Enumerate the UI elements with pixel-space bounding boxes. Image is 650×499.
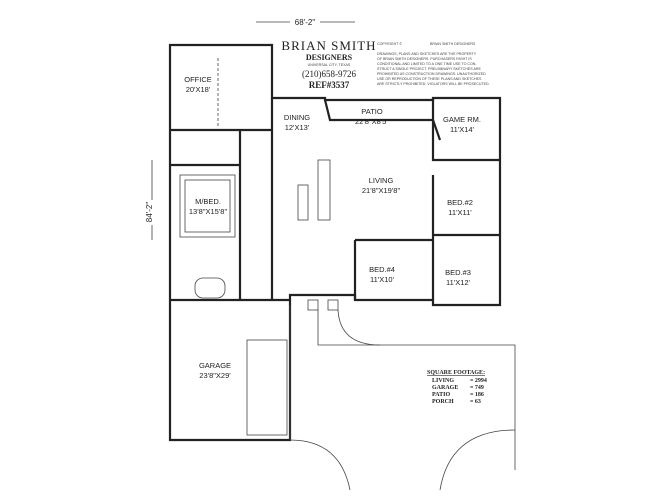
copyright-line: PROHIBITED AS CONSTRUCTION DRAWINGS. UNA… xyxy=(377,72,486,76)
sf-value: = 749 xyxy=(470,385,484,391)
designer-name: BRIAN SMITH xyxy=(281,38,376,53)
designer-location: UNIVERSAL CITY, TEXAS xyxy=(308,63,351,67)
room-name: BED.#2 xyxy=(447,198,473,207)
room-name: BED.#4 xyxy=(369,265,395,274)
room-bed-4: BED.#4 11'X10' xyxy=(369,265,395,284)
designer-phone: (210)658-9726 xyxy=(302,69,356,79)
room-size: 23'8"X29' xyxy=(199,371,231,380)
room-name: DINING xyxy=(284,113,310,122)
interior-walls xyxy=(170,58,500,436)
width-dimension: 68'-2" xyxy=(256,18,355,27)
depth-dimension-label: 84'-2" xyxy=(145,202,154,223)
sf-label: LIVING xyxy=(432,378,454,384)
copyright-block: COPYRIGHT © BRIAN SMITH DESIGNERS DRAWIN… xyxy=(377,42,490,86)
copyright-line: CONDITIONAL AND LIMITED TO A ONE TIME US… xyxy=(377,62,477,66)
copyright-line: STRUCT A SINGLE PROJECT. PRELIMINARY SKE… xyxy=(377,67,481,71)
room-master-bed: M/BED. 13'8"X15'8" xyxy=(189,197,228,216)
room-size: 11'X10' xyxy=(370,275,395,284)
sf-label: PORCH xyxy=(432,399,454,405)
designer-title-block: BRIAN SMITH DESIGNERS UNIVERSAL CITY, TE… xyxy=(281,38,376,90)
designer-sub: DESIGNERS xyxy=(306,53,353,62)
room-size: 11'X12' xyxy=(446,278,471,287)
room-size: 12'X13' xyxy=(285,123,310,132)
room-size: 11'X14' xyxy=(450,125,475,134)
room-dining: DINING 12'X13' xyxy=(284,113,310,132)
sf-value: = 186 xyxy=(470,392,484,398)
room-size: 11'X11' xyxy=(448,208,472,217)
room-name: M/BED. xyxy=(195,197,221,206)
room-name: GAME RM. xyxy=(443,115,481,124)
copyright-owner: BRIAN SMITH DESIGNERS xyxy=(430,42,476,46)
copyright-line: DRAWINGS, PLANS AND SKETCHES ARE THE PRO… xyxy=(377,52,477,56)
square-footage-table: SQUARE FOOTAGE: LIVING = 2994 GARAGE = 7… xyxy=(427,370,487,405)
square-footage-title: SQUARE FOOTAGE: xyxy=(427,370,485,376)
room-name: BED.#3 xyxy=(445,268,471,277)
room-name: LIVING xyxy=(369,176,394,185)
room-name: PATIO xyxy=(361,107,383,116)
driveway xyxy=(289,305,516,491)
room-size: 20'X18' xyxy=(186,85,211,94)
room-name: OFFICE xyxy=(184,75,212,84)
copyright-header: COPYRIGHT © xyxy=(377,42,402,46)
sf-label: GARAGE xyxy=(432,385,458,391)
sf-label: PATIO xyxy=(432,392,450,398)
room-game: GAME RM. 11'X14' xyxy=(443,115,481,134)
designer-ref: REF#3537 xyxy=(309,80,350,90)
depth-dimension: 84'-2" xyxy=(145,160,154,240)
sf-value: = 63 xyxy=(470,399,481,405)
room-living: LIVING 21'8"X19'8" xyxy=(362,176,401,195)
sf-value: = 2994 xyxy=(470,378,487,384)
copyright-line: USE OR REPRODUCTION OF THESE PLANS AND S… xyxy=(377,77,482,81)
room-office: OFFICE 20'X18' xyxy=(184,75,212,94)
room-patio: PATIO 22'8"X8'5" xyxy=(355,107,389,126)
room-size: 13'8"X15'8" xyxy=(189,207,228,216)
width-dimension-label: 68'-2" xyxy=(295,18,316,27)
copyright-line: ARE STRICTLY PROHIBITED. VIOLATORS WILL … xyxy=(377,82,490,86)
room-bed-2: BED.#2 11'X11' xyxy=(447,198,473,217)
room-bed-3: BED.#3 11'X12' xyxy=(445,268,471,287)
room-size: 21'8"X19'8" xyxy=(362,186,401,195)
room-name: GARAGE xyxy=(199,361,231,370)
copyright-line: OF BRIAN SMITH DESIGNERS. PURCHASERS RIG… xyxy=(377,57,472,61)
room-garage: GARAGE 23'8"X29' xyxy=(199,361,231,380)
room-size: 22'8"X8'5" xyxy=(355,117,389,126)
